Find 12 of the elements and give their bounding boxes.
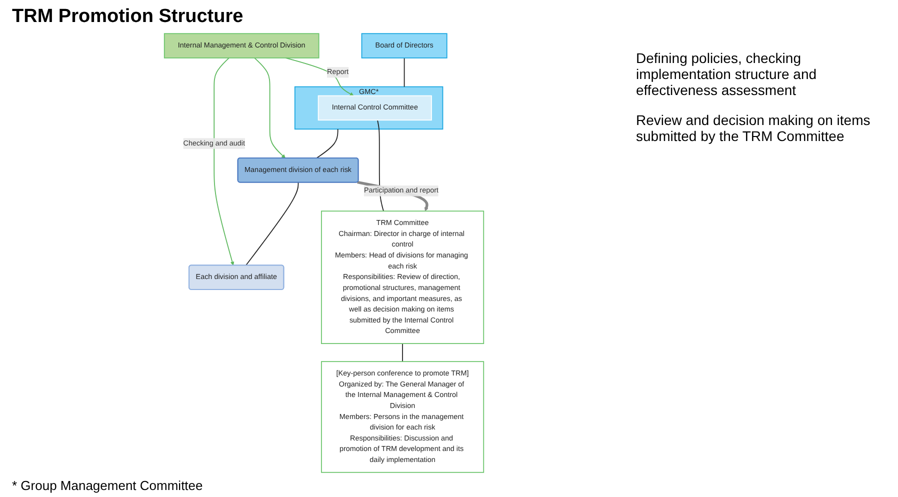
note-text: Review and decision making on items submitted by the TRM Committee [636,112,872,144]
connector [402,343,403,362]
connector [316,128,338,159]
arrow [214,57,234,266]
footnote: * Group Management Committee [12,478,204,493]
arrow [254,57,286,158]
connector [245,182,299,266]
note-text: Defining policies, checking implementation structure and effectiveness assessment [636,50,818,98]
diagram-title: TRM Promotion Structure [12,6,244,28]
connector [377,120,384,212]
arrow [285,57,354,96]
connector [404,57,405,88]
